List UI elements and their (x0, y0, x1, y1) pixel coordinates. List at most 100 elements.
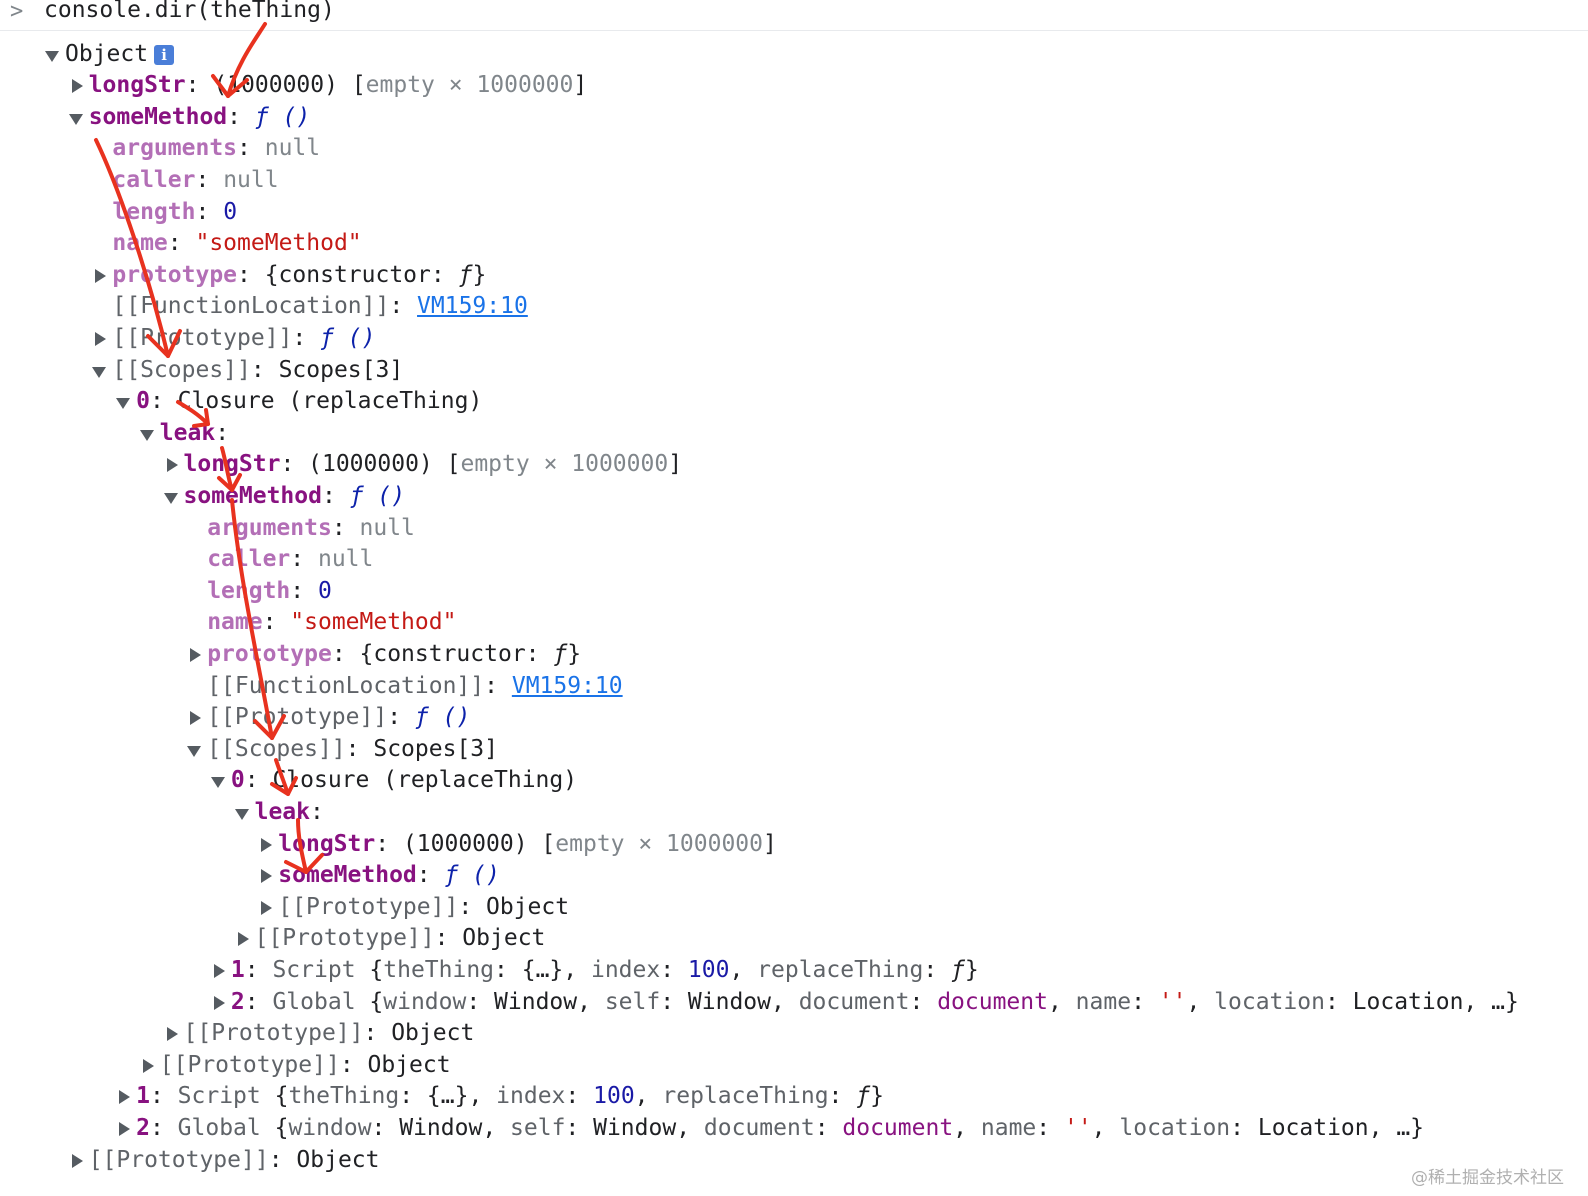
property-value-part: } (870, 1083, 884, 1110)
collapsed-triangle-icon[interactable] (213, 995, 225, 1010)
info-icon[interactable]: i (154, 44, 175, 65)
property-value-part: : (814, 1114, 843, 1141)
tree-row[interactable]: [[Prototype]]: Object (160, 1050, 451, 1082)
property-key: [[Prototype]] (88, 1146, 269, 1173)
property-value-part: document (703, 1114, 815, 1141)
console-command[interactable]: console.dir(theThing) (44, 0, 335, 23)
tree-row[interactable]: 1: Script {theThing: {…}, index: 100, re… (231, 955, 979, 987)
tree-row: name: "someMethod" (112, 228, 361, 260)
property-value-part: [ (541, 830, 556, 857)
tree-row[interactable]: [[Scopes]]: Scopes[3] (112, 355, 403, 387)
collapsed-triangle-icon[interactable] (237, 932, 249, 947)
property-value-part: ƒ (553, 640, 568, 667)
collapsed-triangle-icon[interactable] (71, 79, 83, 94)
property-key: [[FunctionLocation]] (112, 293, 390, 320)
property-value-part: : (484, 672, 512, 699)
property-value-part: ] (573, 72, 588, 99)
property-value-part: , (1047, 988, 1076, 1015)
expanded-triangle-icon[interactable] (45, 50, 59, 62)
collapsed-triangle-icon[interactable] (190, 711, 202, 726)
property-value-part: replaceThing (662, 1083, 829, 1110)
property-value-part: : Window, (660, 988, 799, 1015)
expanded-triangle-icon[interactable] (163, 492, 178, 504)
property-key: caller (112, 166, 196, 193)
tree-row[interactable]: [[Prototype]]: ƒ () (112, 323, 375, 355)
tree-row[interactable]: [[Prototype]]: Object (255, 923, 546, 955)
expanded-triangle-icon[interactable] (68, 113, 83, 125)
function-location-link[interactable]: VM159:10 (511, 672, 623, 699)
collapsed-triangle-icon[interactable] (71, 1153, 83, 1168)
tree-row[interactable]: longStr: (1000000) [empty × 1000000] (89, 70, 588, 102)
tree-row[interactable]: 2: Global {window: Window, self: Window,… (231, 987, 1519, 1019)
property-value-part: : (215, 419, 230, 446)
collapsed-triangle-icon[interactable] (119, 1121, 131, 1136)
tree-row[interactable]: [[Prototype]]: Object (184, 1018, 475, 1050)
property-key: prototype (112, 261, 238, 288)
property-value-part: { (369, 988, 384, 1015)
property-key: [[Prototype]] (159, 1051, 340, 1078)
property-value-part: : Object (268, 1146, 380, 1173)
collapsed-triangle-icon[interactable] (95, 268, 107, 283)
property-value-part: Global (272, 988, 370, 1015)
collapsed-triangle-icon[interactable] (261, 869, 273, 884)
property-value-part: empty × 1000000 (460, 451, 669, 478)
property-value-part: : Window, (565, 1114, 704, 1141)
property-value-part: : Location, …} (1230, 1114, 1425, 1141)
property-key: 0 (230, 767, 245, 794)
tree-row[interactable]: [[Prototype]]: Object (278, 892, 569, 924)
collapsed-triangle-icon[interactable] (119, 1090, 131, 1105)
tree-row[interactable]: 0: Closure (replaceThing) (136, 386, 482, 418)
collapsed-triangle-icon[interactable] (261, 900, 273, 915)
property-value-part: , (1091, 1114, 1120, 1141)
collapsed-triangle-icon[interactable] (166, 1027, 178, 1042)
tree-row[interactable]: leak: (255, 797, 324, 829)
tree-row[interactable]: [[Prototype]]: Object (89, 1145, 380, 1177)
collapsed-triangle-icon[interactable] (142, 1058, 154, 1073)
collapsed-triangle-icon[interactable] (190, 647, 202, 662)
tree-row: name: "someMethod" (207, 607, 456, 639)
tree-row[interactable]: leak: (160, 418, 229, 450)
tree-row[interactable]: longStr: (1000000) [empty × 1000000] (278, 829, 777, 861)
tree-row[interactable]: someMethod: ƒ () (278, 860, 500, 892)
collapsed-triangle-icon[interactable] (261, 837, 273, 852)
property-value-part: : (195, 166, 224, 193)
console-input-line[interactable]: > console.dir(theThing) (0, 0, 1588, 31)
property-value-part: : Object (434, 925, 546, 952)
property-key: name (112, 230, 168, 257)
property-value-part: : (149, 1083, 178, 1110)
property-key: leak (254, 798, 310, 825)
property-value-part: null (264, 135, 321, 162)
expanded-triangle-icon[interactable] (234, 808, 249, 820)
expanded-triangle-icon[interactable] (210, 777, 225, 789)
property-value-part: : (149, 1114, 178, 1141)
tree-row[interactable]: someMethod: ƒ () (89, 102, 311, 134)
property-value-part: empty × 1000000 (365, 72, 574, 99)
tree-row[interactable]: 2: Global {window: Window, self: Window,… (136, 1113, 1424, 1145)
tree-row[interactable]: someMethod: ƒ () (184, 481, 406, 513)
property-value-part: : Object (363, 1020, 475, 1047)
expanded-triangle-icon[interactable] (92, 366, 107, 378)
property-key: length (112, 198, 196, 225)
collapsed-triangle-icon[interactable] (213, 963, 225, 978)
property-value-part: : Scopes[3] (250, 356, 404, 383)
expanded-triangle-icon[interactable] (187, 745, 202, 757)
expanded-triangle-icon[interactable] (116, 398, 131, 410)
tree-row[interactable]: [[Scopes]]: Scopes[3] (207, 734, 498, 766)
tree-row[interactable]: 0: Closure (replaceThing) (231, 765, 577, 797)
property-key: [[Prototype]] (207, 704, 388, 731)
property-value-part: self (510, 1114, 566, 1141)
property-key: caller (207, 546, 291, 573)
tree-row[interactable]: [[Prototype]]: ƒ () (207, 702, 470, 734)
tree-row[interactable]: prototype: {constructor: ƒ} (207, 639, 581, 671)
expanded-triangle-icon[interactable] (139, 429, 154, 441)
tree-row[interactable]: 1: Script {theThing: {…}, index: 100, re… (136, 1081, 884, 1113)
collapsed-triangle-icon[interactable] (166, 458, 178, 473)
tree-row[interactable]: prototype: {constructor: ƒ} (112, 260, 486, 292)
tree-row[interactable]: longStr: (1000000) [empty × 1000000] (184, 449, 683, 481)
property-value-part: : Closure (replaceThing) (149, 388, 483, 415)
function-location-link[interactable]: VM159:10 (417, 293, 528, 320)
property-key: someMethod (278, 862, 417, 889)
collapsed-triangle-icon[interactable] (95, 331, 107, 346)
